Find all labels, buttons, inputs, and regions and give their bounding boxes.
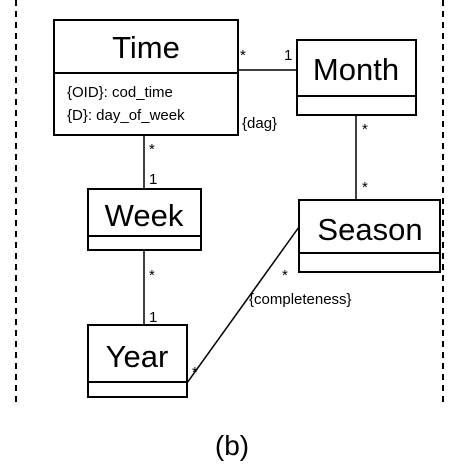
class-season-name: Season [317,212,422,247]
class-month-box [296,39,417,116]
mult-month-season-month-end: * [362,121,368,138]
class-time-attribute-day: {D}: day_of_week [67,107,185,124]
association-season-year [186,226,300,384]
mult-week-year-year-end: 1 [149,309,157,326]
class-week[interactable]: Week [87,188,202,251]
constraint-completeness: {completeness} [249,291,352,308]
class-season-box [298,199,441,273]
mult-week-year-week-end: * [149,267,155,284]
class-season[interactable]: Season [298,199,441,273]
mult-time-month-time-end: * [240,47,246,64]
class-year-box [87,324,188,398]
class-month-name: Month [313,52,399,87]
figure-caption: (b) [215,430,249,461]
class-time-attribute-oid: {OID}: cod_time [67,84,173,101]
mult-time-week-week-end: 1 [149,171,157,188]
mult-time-week-time-end: * [149,141,155,158]
class-week-name: Week [105,198,184,233]
class-time-box [53,19,239,136]
class-time[interactable]: Time {OID}: cod_time {D}: day_of_week [53,19,239,136]
constraint-dag: {dag} [242,115,277,132]
class-time-name: Time [112,30,180,65]
class-month[interactable]: Month [296,39,417,116]
class-year-name: Year [106,339,169,374]
class-week-box [87,188,202,251]
class-year[interactable]: Year [87,324,188,398]
mult-season-year-season-end: * [282,267,288,284]
mult-season-year-year-end: * [192,364,198,381]
mult-time-month-month-end: 1 [284,47,292,64]
mult-month-season-season-end: * [362,179,368,196]
